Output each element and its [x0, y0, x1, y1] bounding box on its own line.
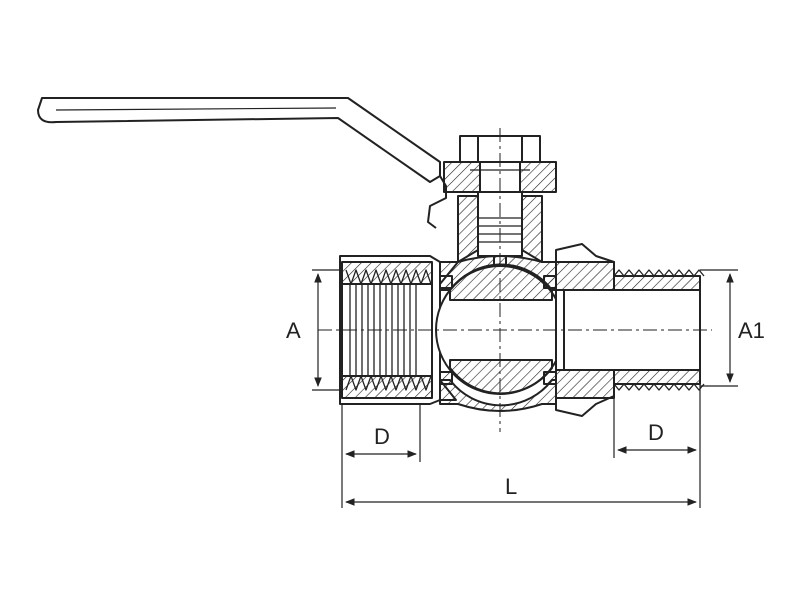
dimension-A: [312, 269, 340, 391]
dimension-D-left: [341, 404, 421, 462]
label-A: A: [286, 318, 301, 343]
label-L: L: [505, 474, 517, 499]
valve-bonnet: [457, 195, 543, 263]
label-D-left: D: [374, 424, 390, 449]
label-D-right: D: [648, 420, 664, 445]
dimension-A1: [700, 269, 738, 387]
center-lines: [318, 128, 712, 432]
male-thread: [613, 269, 705, 391]
lever-handle: [37, 97, 447, 229]
valve-body-center: [439, 255, 561, 412]
dimension-D-right: [613, 384, 701, 458]
dimension-L: [341, 458, 701, 508]
label-A1: A1: [738, 318, 765, 343]
